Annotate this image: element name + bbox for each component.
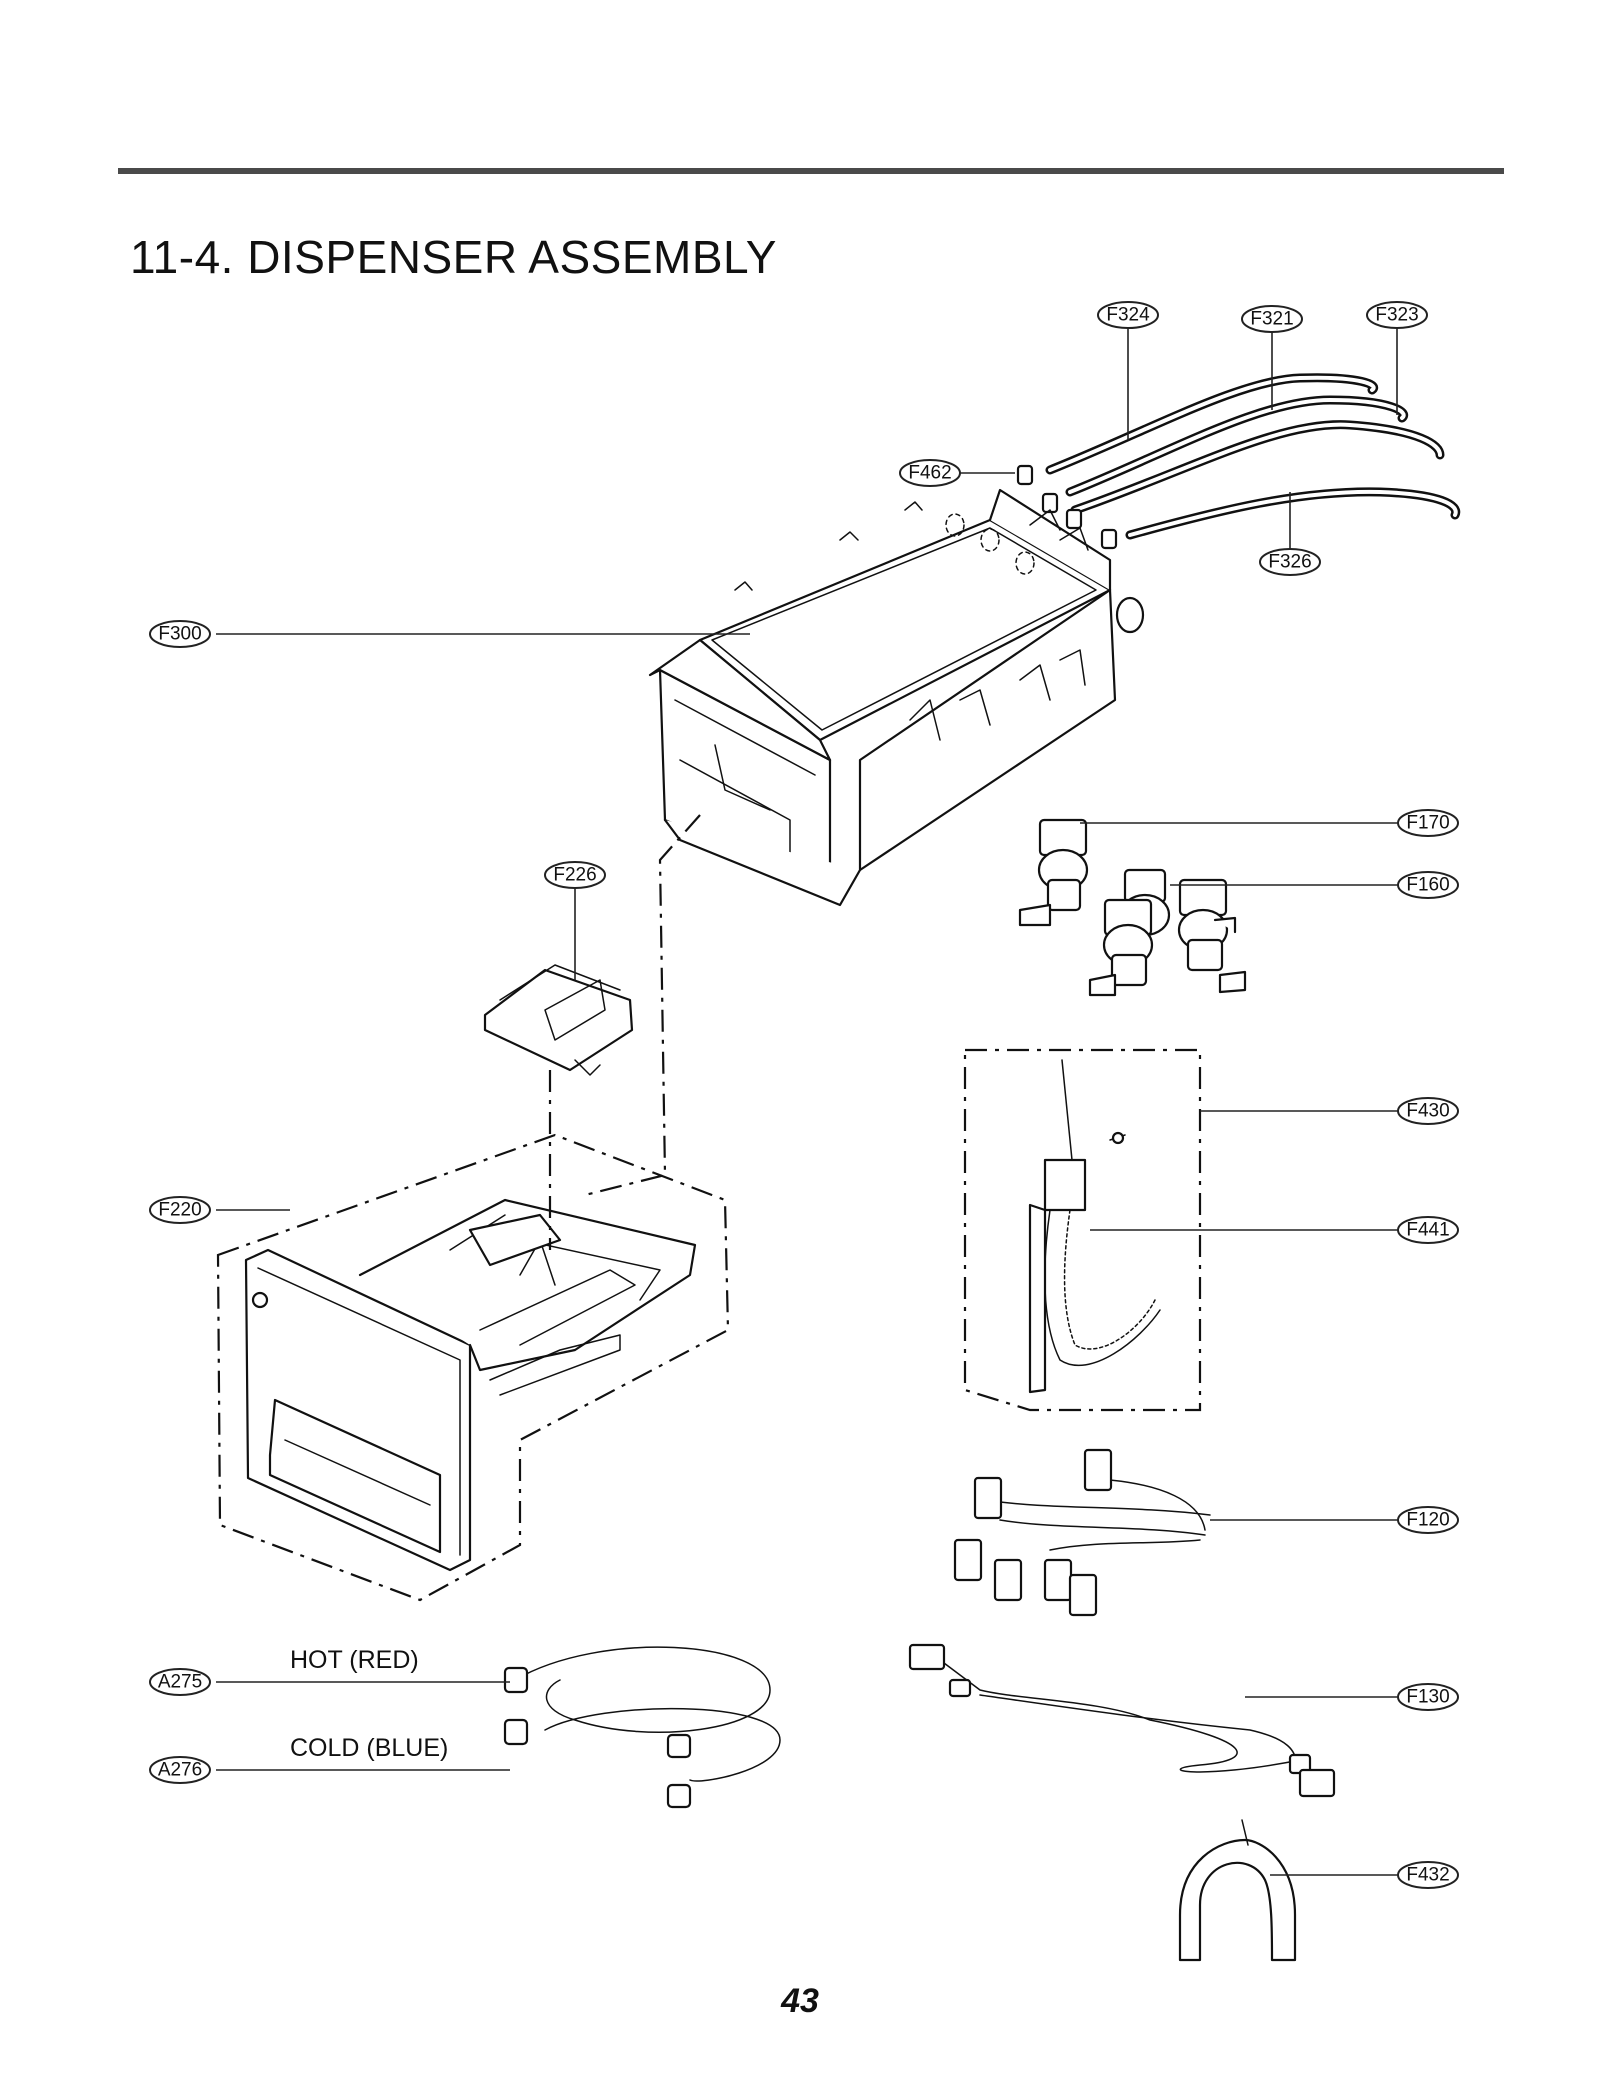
note-hot: HOT (RED) (290, 1646, 419, 1674)
drawer-assembly (216, 1133, 730, 1602)
callout-f120: F120 (1397, 1506, 1459, 1534)
callout-label: F326 (1268, 552, 1311, 573)
callout-label: F220 (158, 1200, 201, 1221)
callout-label: A276 (158, 1760, 202, 1781)
clamp-group (1016, 464, 1118, 550)
callout-f321: F321 (1241, 305, 1303, 333)
callout-label: F462 (908, 463, 951, 484)
callout-label: F432 (1406, 1865, 1449, 1886)
callout-f300: F300 (149, 620, 211, 648)
callout-f170: F170 (1397, 809, 1459, 837)
inlet-hoses (503, 1646, 781, 1809)
callout-label: F441 (1406, 1220, 1449, 1241)
water-valves (1018, 818, 1247, 997)
callout-a275: A275 (149, 1668, 211, 1696)
callout-a276: A276 (149, 1756, 211, 1784)
callout-f130: F130 (1397, 1683, 1459, 1711)
wire-harness (953, 1448, 1211, 1617)
callout-label: F120 (1406, 1510, 1449, 1531)
callout-label: F130 (1406, 1687, 1449, 1708)
callout-f323: F323 (1366, 301, 1428, 329)
page-title: 11-4. DISPENSER ASSEMBLY (130, 231, 777, 283)
callout-label: F170 (1406, 813, 1449, 834)
page-number: 43 (781, 1982, 819, 2020)
guide-line-1 (584, 814, 701, 1197)
clip (1178, 1819, 1297, 1962)
callout-label: A275 (158, 1672, 202, 1693)
drain-pipe-box (963, 1048, 1202, 1412)
callout-f160: F160 (1397, 871, 1459, 899)
callout-label: F430 (1406, 1101, 1449, 1122)
callout-f430: F430 (1397, 1097, 1459, 1125)
callout-label: F323 (1375, 305, 1418, 326)
hose-group (1045, 373, 1461, 540)
callout-f326: F326 (1259, 548, 1321, 576)
cable (908, 1643, 1336, 1798)
callout-f226: F226 (544, 861, 606, 889)
detergent-cover (483, 964, 634, 1076)
callout-label: F300 (158, 624, 201, 645)
callout-label: F324 (1106, 305, 1150, 326)
dispenser-housing (648, 488, 1145, 907)
header-rule (118, 168, 1504, 174)
leader-lines (216, 326, 1420, 1876)
callout-label: F226 (553, 865, 596, 886)
callout-label: F321 (1250, 309, 1293, 330)
callout-f432: F432 (1397, 1861, 1459, 1889)
callout-f220: F220 (149, 1196, 211, 1224)
callout-f462: F462 (899, 459, 961, 487)
callout-f324: F324 (1097, 301, 1159, 329)
note-cold: COLD (BLUE) (290, 1734, 448, 1762)
callout-f441: F441 (1397, 1216, 1459, 1244)
callout-label: F160 (1406, 875, 1449, 896)
